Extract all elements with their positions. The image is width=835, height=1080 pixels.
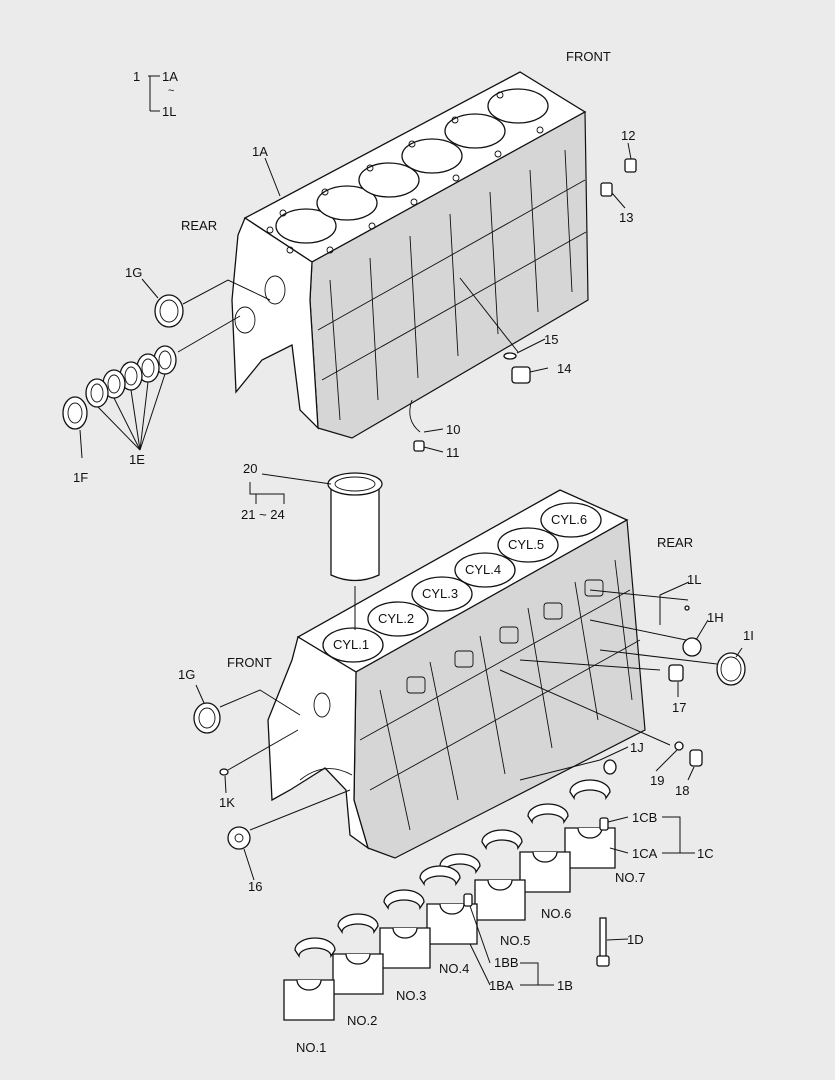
bearing-cap-label-2: NO.2 bbox=[347, 1013, 378, 1028]
callout-1CB: 1CB bbox=[632, 810, 658, 825]
callout-1D: 1D bbox=[627, 932, 644, 947]
callout-18: 18 bbox=[675, 783, 690, 798]
leader-lines bbox=[79, 75, 743, 986]
lower-loose-parts bbox=[193, 605, 746, 850]
callout-12: 12 bbox=[621, 128, 636, 143]
cylinder-label-1: CYL.1 bbox=[333, 637, 370, 652]
lower-cylinder-block bbox=[267, 489, 646, 859]
callout-21-24: 21 ~ 24 bbox=[241, 507, 285, 522]
callout-15: 15 bbox=[544, 332, 559, 347]
callout-1J: 1J bbox=[630, 740, 644, 755]
callout-1B: 1B bbox=[557, 978, 573, 993]
upper-bores bbox=[275, 88, 549, 244]
callout-17: 17 bbox=[672, 700, 687, 715]
label-rear-top: REAR bbox=[181, 218, 218, 233]
upper-loose-parts bbox=[62, 158, 637, 452]
bearing-cap-label-1: NO.1 bbox=[296, 1040, 327, 1055]
cylinder-label-2: CYL.2 bbox=[378, 611, 415, 626]
cylinder-label-3: CYL.3 bbox=[422, 586, 459, 601]
callout-16: 16 bbox=[248, 879, 263, 894]
main-bearings bbox=[283, 779, 616, 1021]
callout-1F: 1F bbox=[73, 470, 89, 485]
callout-1I: 1I bbox=[743, 628, 754, 643]
bearing-cap-label-7: NO.7 bbox=[615, 870, 646, 885]
callout-11: 11 bbox=[446, 445, 460, 460]
cylinder-label-5: CYL.5 bbox=[508, 537, 545, 552]
callout-1L: 1L bbox=[687, 572, 702, 587]
upper-cylinder-block bbox=[231, 71, 589, 439]
callout-1BA: 1BA bbox=[489, 978, 514, 993]
callout-1CA: 1CA bbox=[632, 846, 658, 861]
key-tilde: ~ bbox=[168, 85, 175, 97]
callout-19: 19 bbox=[650, 773, 665, 788]
callout-1G-top: 1G bbox=[125, 265, 143, 280]
bearing-cap-label-5: NO.5 bbox=[500, 933, 531, 948]
callout-1G-bottom: 1G bbox=[178, 667, 196, 682]
callout-1K: 1K bbox=[219, 795, 235, 810]
key-part-1A: 1A bbox=[162, 69, 178, 84]
label-rear-bottom: REAR bbox=[657, 535, 694, 550]
key-part-1: 1 bbox=[133, 69, 141, 84]
lower-bores bbox=[322, 502, 602, 663]
bearing-cap-label-3: NO.3 bbox=[396, 988, 427, 1003]
callout-1H: 1H bbox=[707, 610, 724, 625]
callout-13: 13 bbox=[619, 210, 634, 225]
callout-14: 14 bbox=[557, 361, 572, 376]
key-part-1L: 1L bbox=[162, 104, 177, 119]
callout-1A: 1A bbox=[252, 144, 268, 159]
callout-1C: 1C bbox=[697, 846, 714, 861]
callout-10: 10 bbox=[446, 422, 461, 437]
bearing-cap-label-4: NO.4 bbox=[439, 961, 470, 976]
bearing-cap-label-6: NO.6 bbox=[541, 906, 572, 921]
label-front-top: FRONT bbox=[566, 49, 611, 64]
callout-1E: 1E bbox=[129, 452, 145, 467]
callout-20: 20 bbox=[243, 461, 258, 476]
callout-1BB: 1BB bbox=[494, 955, 519, 970]
label-front-bottom: FRONT bbox=[227, 655, 272, 670]
cylinder-liner bbox=[327, 472, 383, 630]
cylinder-label-6: CYL.6 bbox=[551, 512, 588, 527]
cylinder-label-4: CYL.4 bbox=[465, 562, 502, 577]
